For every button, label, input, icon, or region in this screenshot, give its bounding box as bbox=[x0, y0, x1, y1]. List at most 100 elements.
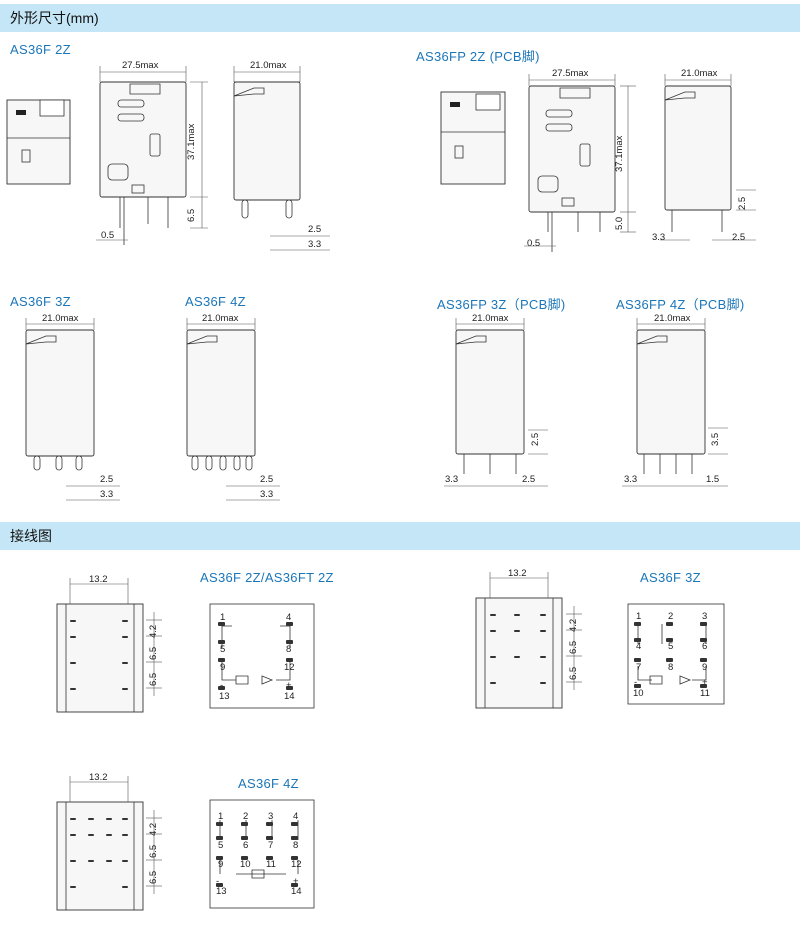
dim-35-4zp: 3.5 bbox=[710, 432, 721, 446]
pin-slot bbox=[514, 614, 520, 616]
as36f-4z-side-view bbox=[186, 318, 280, 501]
contact-block bbox=[291, 836, 298, 840]
contact-block bbox=[286, 640, 293, 644]
dim-33-3z: 3.3 bbox=[100, 489, 114, 500]
terminal-label: 3 bbox=[702, 611, 708, 622]
contact-block bbox=[291, 856, 298, 860]
contact-block bbox=[216, 856, 223, 860]
dim-33-2z: 3.3 bbox=[308, 239, 322, 250]
contact-block bbox=[286, 686, 293, 690]
dim-width-4z: 21.0max bbox=[202, 313, 239, 324]
pin-slot bbox=[514, 630, 520, 632]
socket-bottom-view-4z bbox=[56, 776, 162, 911]
terminal-label: 5 bbox=[218, 840, 224, 851]
terminal-plus: + bbox=[702, 677, 708, 688]
contact-block bbox=[700, 638, 707, 642]
pin-slot bbox=[122, 818, 128, 820]
pin-slot bbox=[70, 620, 76, 622]
pin-slot bbox=[70, 860, 76, 862]
model-label-as36fp-4z: AS36FP 4Z（PCB脚) bbox=[616, 297, 745, 312]
dim-33-4z: 3.3 bbox=[260, 489, 274, 500]
dim-65b-2z: 6.5 bbox=[148, 672, 159, 686]
terminal-label: 3 bbox=[268, 811, 274, 822]
terminal-label: 5 bbox=[220, 644, 226, 655]
pin-slot bbox=[122, 636, 128, 638]
dim-132-3z: 13.2 bbox=[508, 568, 527, 579]
as36fp-4z-side-view bbox=[622, 318, 728, 487]
contact-block bbox=[241, 856, 248, 860]
terminal-label: 4 bbox=[286, 612, 292, 623]
pin-slot bbox=[88, 818, 94, 820]
dim-25-2z: 2.5 bbox=[308, 224, 322, 235]
model-label-as36f-3z: AS36F 3Z bbox=[10, 294, 71, 309]
dim-25h-3zp: 2.5 bbox=[522, 474, 536, 485]
contact-block bbox=[216, 836, 223, 840]
pin-slot bbox=[122, 834, 128, 836]
terminal-label: 13 bbox=[216, 886, 227, 897]
terminal-label: 6 bbox=[243, 840, 249, 851]
dim-25v-3zp: 2.5 bbox=[530, 432, 541, 446]
section-dimensions-header: 外形尺寸(mm) bbox=[0, 4, 800, 32]
schematic-4z bbox=[209, 799, 315, 909]
as36f-2z-side-view bbox=[233, 66, 330, 251]
terminal-label: 9 bbox=[218, 859, 224, 870]
terminal-label: 4 bbox=[636, 641, 642, 652]
contact-block bbox=[700, 658, 707, 662]
contact-block bbox=[634, 684, 641, 688]
socket-bottom-view-2z bbox=[56, 578, 162, 713]
wiring-label-2z: AS36F 2Z/AS36FT 2Z bbox=[200, 570, 334, 585]
contact-block bbox=[218, 622, 225, 626]
dim-33-4zp: 3.3 bbox=[624, 474, 638, 485]
pin-slot bbox=[70, 662, 76, 664]
pin-slot bbox=[540, 656, 546, 658]
dim-65b-4z: 6.5 bbox=[148, 870, 159, 884]
dim-25-4z: 2.5 bbox=[260, 474, 274, 485]
model-label-as36f-2z: AS36F 2Z bbox=[10, 42, 71, 57]
dim-width-3zp: 21.0max bbox=[472, 313, 509, 324]
contact-block bbox=[700, 622, 707, 626]
contact-block bbox=[286, 658, 293, 662]
dim-33-3zp: 3.3 bbox=[445, 474, 459, 485]
terminal-label: 10 bbox=[240, 859, 251, 870]
dim-width-3z: 21.0max bbox=[42, 313, 79, 324]
contact-block bbox=[266, 822, 273, 826]
pin-slot bbox=[122, 886, 128, 888]
contact-block bbox=[291, 822, 298, 826]
pin-slot bbox=[70, 834, 76, 836]
terminal-label: 7 bbox=[268, 840, 274, 851]
contact-block bbox=[218, 640, 225, 644]
contact-block bbox=[218, 686, 225, 690]
contact-block bbox=[286, 622, 293, 626]
terminal-label: 11 bbox=[266, 859, 276, 870]
terminal-label: 5 bbox=[668, 641, 674, 652]
pin-slot bbox=[122, 688, 128, 690]
as36f-3z-side-view bbox=[25, 318, 120, 501]
pin-slot bbox=[106, 860, 112, 862]
dim-15-4zp: 1.5 bbox=[706, 474, 720, 485]
terminal-label: 14 bbox=[291, 886, 302, 897]
as36fp-2z-iso-view bbox=[440, 91, 506, 185]
terminal-label: 2 bbox=[668, 611, 674, 622]
terminal-label: 2 bbox=[243, 811, 249, 822]
terminal-label: 12 bbox=[291, 859, 302, 870]
terminal-label: 11 bbox=[700, 688, 710, 699]
terminal-plus: + bbox=[286, 680, 292, 691]
dim-width-2zp-front: 27.5max bbox=[552, 68, 589, 79]
terminal-minus: - bbox=[634, 677, 638, 688]
terminal-label: 12 bbox=[284, 662, 295, 673]
dim-05-2z: 0.5 bbox=[101, 230, 115, 241]
dim-65a-2z: 6.5 bbox=[148, 646, 159, 660]
pin-slot bbox=[540, 630, 546, 632]
wiring-label-3z: AS36F 3Z bbox=[640, 570, 701, 585]
pin-slot bbox=[540, 682, 546, 684]
contact-block bbox=[666, 658, 673, 662]
terminal-label: 9 bbox=[220, 662, 226, 673]
pin-slot bbox=[70, 636, 76, 638]
contact-block bbox=[666, 638, 673, 642]
dim-25v-2zp: 2.5 bbox=[737, 196, 748, 210]
pin-slot bbox=[122, 620, 128, 622]
section-wiring-header: 接线图 bbox=[0, 522, 800, 550]
pin-slot bbox=[88, 860, 94, 862]
dim-132-2z: 13.2 bbox=[89, 574, 108, 585]
model-label-as36fp-3z: AS36FP 3Z（PCB脚) bbox=[437, 297, 566, 312]
